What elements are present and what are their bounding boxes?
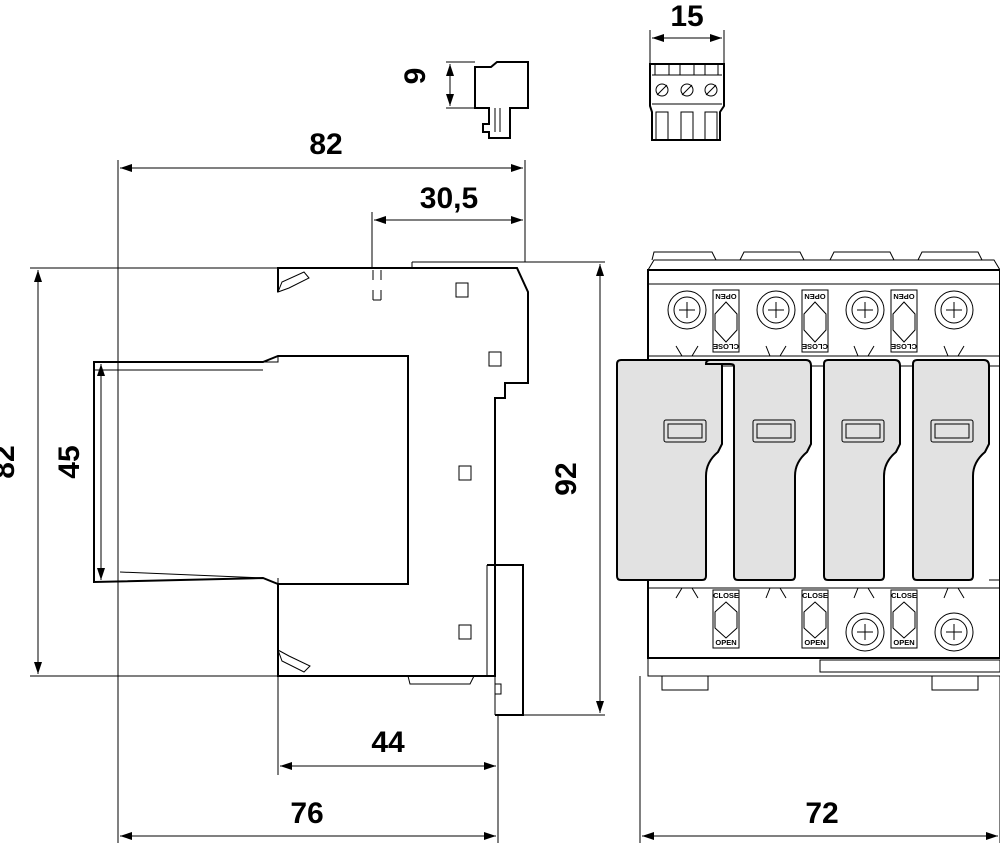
dimension-labels: 82 30,5 82 45 92 44 76 72 9 15	[0, 0, 839, 830]
dim-inner-height: 45	[53, 445, 86, 478]
dim-front-width: 72	[805, 797, 838, 830]
dim-plug-width: 15	[670, 0, 703, 33]
dim-din-depth: 44	[371, 726, 405, 759]
open-label: OPEN	[893, 638, 914, 647]
open-label: OPEN	[715, 292, 736, 301]
lock-indicator-row-top: OPEN CLOSE OPEN CLOSE OPEN CLOSE	[712, 289, 918, 353]
close-label: CLOSE	[802, 591, 828, 600]
plug-side-view	[474, 61, 529, 139]
dim-base-depth: 76	[290, 797, 323, 830]
terminal-screw-row-bottom	[845, 612, 974, 652]
dim-total-height: 92	[550, 462, 583, 495]
plug-in-module	[616, 359, 723, 581]
close-label: CLOSE	[713, 342, 739, 351]
terminal-screw-row-top	[667, 290, 974, 330]
open-label: OPEN	[715, 638, 736, 647]
side-view	[93, 261, 529, 716]
close-label: CLOSE	[802, 342, 828, 351]
plug-in-module	[704, 359, 812, 581]
open-label: OPEN	[804, 638, 825, 647]
front-view: OPEN CLOSE OPEN CLOSE OPEN CLOSE CLOSE O…	[616, 251, 1000, 691]
dim-side-width: 82	[309, 128, 342, 161]
close-label: CLOSE	[713, 591, 739, 600]
plug-in-module	[823, 359, 901, 581]
open-label: OPEN	[893, 292, 914, 301]
plug-in-module	[912, 359, 990, 581]
dim-side-offset: 30,5	[420, 182, 478, 215]
close-label: CLOSE	[891, 591, 917, 600]
plug-front-view	[649, 63, 725, 141]
dim-side-height: 82	[0, 445, 21, 478]
open-label: OPEN	[804, 292, 825, 301]
dimension-lines	[30, 30, 1000, 843]
lock-indicator-row-bottom: CLOSE OPEN CLOSE OPEN CLOSE OPEN	[712, 589, 918, 649]
close-label: CLOSE	[891, 342, 917, 351]
dim-plug-height: 9	[399, 68, 432, 85]
